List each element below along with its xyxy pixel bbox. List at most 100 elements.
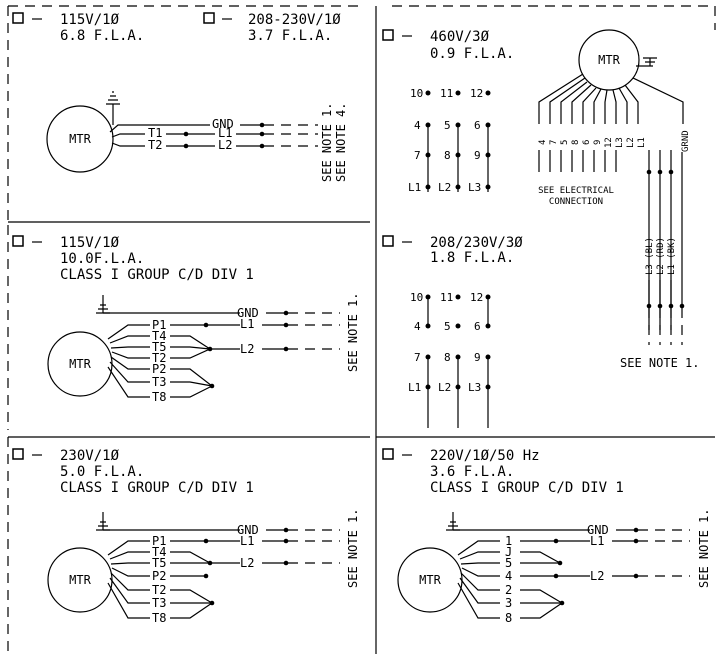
svg-text:7: 7: [414, 351, 421, 364]
lead-label: T1: [148, 126, 162, 140]
svg-text:7: 7: [549, 140, 559, 145]
field-wiring: [638, 529, 690, 577]
svg-text:12: 12: [470, 87, 483, 100]
panel-220v-50hz: 220V/1Ø/50 Hz 3.6 F.L.A. CLASS I GROUP C…: [382, 448, 711, 625]
svg-text:J: J: [505, 545, 512, 559]
note-text: SEE NOTE 1.: [697, 509, 711, 588]
jumper: [170, 348, 240, 359]
svg-text:4: 4: [414, 320, 421, 333]
lead-fan: [538, 73, 684, 124]
checkbox-220v: [382, 448, 394, 460]
field-wiring: [288, 312, 340, 350]
field-wiring: [288, 529, 340, 564]
svg-text:L1: L1: [408, 181, 421, 194]
svg-text:10: 10: [410, 87, 423, 100]
supply-lines: [648, 150, 683, 305]
svg-text:5: 5: [560, 140, 570, 145]
jumper: [170, 385, 213, 398]
svg-text:7: 7: [414, 149, 421, 162]
svg-text:P1: P1: [152, 318, 166, 332]
svg-text:4: 4: [505, 569, 512, 583]
t2-lead: [111, 351, 150, 359]
voltage-text: 208-230V/1Ø: [248, 12, 341, 28]
fla-text: 1.8 F.L.A.: [430, 250, 514, 266]
motor-label: MTR: [69, 357, 91, 371]
ground-symbol: [96, 512, 110, 531]
svg-text:T4: T4: [152, 329, 166, 343]
svg-text:5: 5: [505, 556, 512, 570]
t5-lead: [110, 346, 150, 349]
t4-lead: [109, 335, 150, 344]
svg-text:5: 5: [444, 119, 451, 132]
svg-text:T4: T4: [152, 545, 166, 559]
svg-text:8: 8: [444, 351, 451, 364]
svg-text:P2: P2: [152, 569, 166, 583]
svg-text:6: 6: [582, 140, 592, 145]
svg-text:5: 5: [444, 320, 451, 333]
t8-lead: [107, 366, 150, 398]
line-label: L1: [218, 126, 232, 140]
field-wiring: [648, 308, 683, 345]
svg-text:11: 11: [440, 291, 453, 304]
connection-label: CONNECTION: [549, 197, 603, 207]
note-text: SEE NOTE 1.: [620, 356, 699, 370]
motor-label: MTR: [69, 132, 91, 146]
panel-frames: [7, 5, 716, 654]
panel-115v-208v: 115V/1Ø 6.8 F.L.A. 208-230V/1Ø 3.7 F.L.A…: [12, 12, 348, 182]
svg-text:L1: L1: [240, 534, 254, 548]
motor-label: MTR: [69, 573, 91, 587]
line-label: GND: [212, 117, 234, 131]
fla-text: 3.6 F.L.A.: [430, 464, 514, 480]
terminal-dot: [259, 122, 265, 128]
svg-text:L2: L2: [626, 137, 636, 148]
motor-circle: [578, 29, 640, 91]
field-wiring: [264, 124, 318, 147]
checkbox-115v: [12, 12, 24, 24]
p2-lead: [110, 356, 150, 370]
svg-text:2: 2: [505, 583, 512, 597]
svg-text:1: 1: [505, 534, 512, 548]
terminal-dot: [259, 131, 265, 137]
ground-symbol: [96, 295, 110, 314]
svg-text:L3: L3: [468, 181, 481, 194]
panel-460v: 460V/3Ø 0.9 F.L.A. 10 11 12 4 5 6 7 8 9 …: [382, 29, 691, 305]
motor-circle: [46, 105, 114, 173]
ground-symbol: [446, 512, 460, 531]
panel-208v-3ph: 208/230V/3Ø 1.8 F.L.A. 10 11 12 4 5 6 7 …: [382, 235, 699, 428]
voltage-text: 115V/1Ø: [60, 235, 120, 251]
svg-text:L1 (BK): L1 (BK): [667, 237, 677, 275]
checkbox-460v: [382, 29, 394, 41]
svg-text:GND: GND: [237, 306, 259, 320]
svg-text:GND: GND: [237, 523, 259, 537]
terminal-dot: [183, 131, 189, 137]
lead-label: T2: [148, 138, 162, 152]
lead-labels-460v: 4 7 5 8 6 9 12 L3 L2 L1 GRND: [538, 130, 691, 152]
svg-text:P1: P1: [152, 534, 166, 548]
voltage-text: 230V/1Ø: [60, 448, 120, 464]
terminal-grid-460v: 10 11 12 4 5 6 7 8 9 L1 L2 L3: [408, 87, 491, 194]
svg-text:8: 8: [505, 611, 512, 625]
fla-text: 5.0 F.L.A.: [60, 464, 144, 480]
svg-text:L2: L2: [438, 181, 451, 194]
svg-text:12: 12: [604, 137, 614, 148]
panel-115v-class1: 115V/1Ø 10.0F.L.A. CLASS I GROUP C/D DIV…: [12, 235, 360, 404]
checkbox-208v: [203, 12, 215, 24]
line-label: L2: [218, 138, 232, 152]
connection-label: SEE ELECTRICAL: [538, 186, 614, 196]
terminal-dot: [259, 143, 265, 149]
terminal-grid-208v: 10 11 12 4 5 6 7 8 9 L1 L2 L3: [408, 291, 491, 428]
svg-text:T3: T3: [152, 375, 166, 389]
svg-text:L2: L2: [240, 342, 254, 356]
svg-text:11: 11: [440, 87, 453, 100]
checkbox-230v: [12, 448, 24, 460]
t1-lead: [111, 133, 145, 138]
svg-text:8: 8: [571, 140, 581, 145]
class-text: CLASS I GROUP C/D DIV 1: [60, 480, 254, 496]
svg-text:L3 (BL): L3 (BL): [645, 237, 655, 275]
ground-symbol: [636, 57, 657, 67]
lead-stubs: [538, 150, 617, 172]
svg-text:L3: L3: [468, 381, 481, 394]
fla-text: 0.9 F.L.A.: [430, 46, 514, 62]
